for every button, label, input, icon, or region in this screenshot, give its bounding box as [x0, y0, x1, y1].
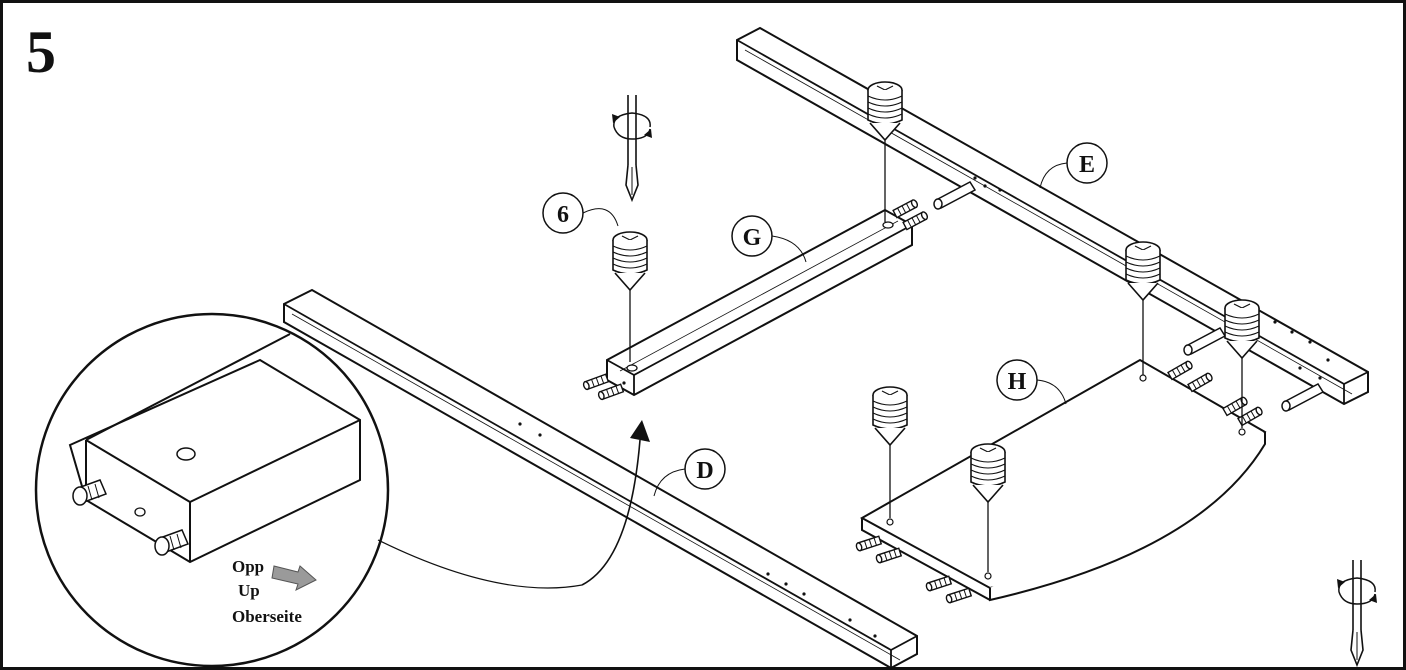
label-part-g-text: G: [743, 225, 762, 251]
cam-lock-icon: [612, 231, 648, 362]
label-part-h: H: [996, 359, 1067, 405]
cam-bolt-icon: [933, 181, 1325, 412]
dowel-icon: [72, 479, 190, 556]
detail-inset: Opp Up Oberseite: [34, 312, 390, 668]
orientation-note-line1: Opp: [232, 557, 264, 576]
cam-lock-icon: [1224, 299, 1260, 428]
part-d-rail: [283, 288, 918, 670]
label-part-e: E: [1039, 142, 1108, 189]
up-arrow-icon: [581, 420, 650, 586]
orientation-note-line2: Up: [238, 581, 260, 600]
label-part-d-text: D: [696, 458, 713, 484]
label-part-d: D: [653, 448, 726, 497]
orientation-note-line3: Oberseite: [232, 607, 302, 626]
label-part-g: G: [731, 215, 807, 263]
inset-leader-line: [377, 539, 583, 589]
part-h-panel: [859, 358, 1267, 602]
label-cam-lock-text: 6: [557, 202, 569, 228]
cam-lock-icon: [970, 443, 1006, 572]
label-part-e-text: E: [1079, 152, 1095, 178]
label-cam-lock: 6: [542, 192, 619, 234]
cam-lock-icon: [872, 386, 908, 518]
label-part-h-text: H: [1008, 369, 1027, 395]
step-number: 5: [26, 19, 56, 85]
cam-lock-icon: [867, 81, 903, 222]
cam-lock-icon: [1125, 241, 1161, 375]
orientation-arrow-icon: [271, 565, 317, 591]
